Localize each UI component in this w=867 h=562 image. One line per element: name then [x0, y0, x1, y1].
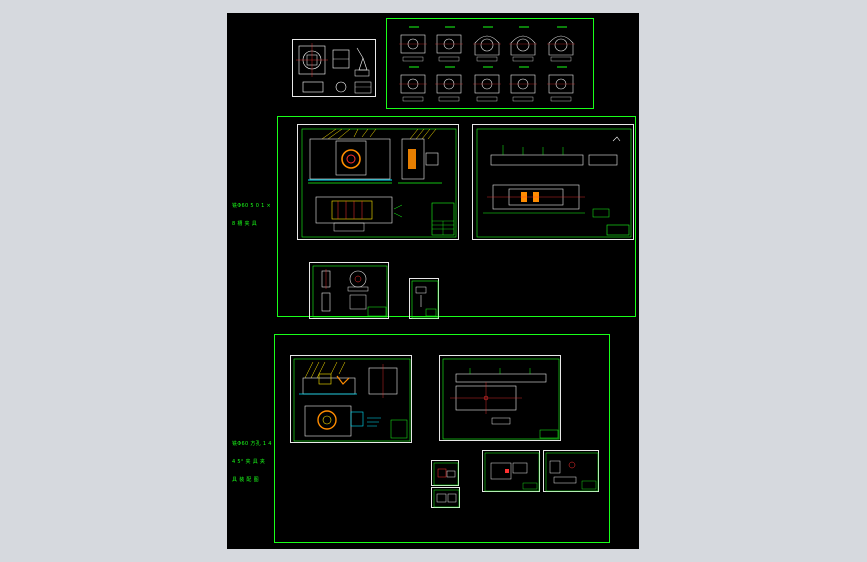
group-1-label-line2: 8 槽 夹 具 [232, 221, 258, 227]
fixture-body-drawing-sheet[interactable] [472, 124, 634, 240]
process-card-frame[interactable] [386, 18, 594, 109]
fixture-body-2-drawing-sheet[interactable] [439, 355, 561, 441]
process-card-thumbnail [399, 66, 427, 102]
pin-drawing-sheet[interactable] [409, 278, 439, 319]
assembly-drawing-1-sheet[interactable] [297, 124, 459, 240]
process-card-thumbnail [547, 26, 575, 62]
fixture-group-1-frame[interactable] [277, 116, 636, 319]
fixture-body-2-drawing-graphics [442, 358, 560, 440]
clamp-part-drawing-sheet[interactable] [431, 460, 459, 486]
process-card-thumbnail [473, 26, 501, 62]
group-2-label: 铣Φ60 方孔 1 4 4 5° 夹 具 夹 具 装 配 图 [232, 429, 272, 495]
process-card-thumbnail [435, 66, 463, 102]
pin-drawing-graphics [411, 280, 439, 319]
process-card-thumbnail [435, 26, 463, 62]
group-2-label-line3: 具 装 配 图 [232, 477, 259, 483]
group-2-label-line2: 4 5° 夹 具 夹 [232, 459, 266, 465]
process-card-graphics [399, 26, 575, 102]
group-2-label-line1: 铣Φ60 方孔 1 4 [232, 441, 272, 447]
guide-block-drawing-graphics [545, 452, 599, 492]
support-block-drawing-sheet[interactable] [482, 450, 540, 492]
part-drawing-graphics [296, 43, 372, 94]
clamp-part-drawing-graphics [433, 462, 459, 486]
locating-part-drawing-graphics [312, 265, 388, 318]
cad-drawing-canvas[interactable]: 铣Φ60 5 0 1 × 8 槽 夹 具 [227, 13, 639, 549]
group-1-label-line1: 铣Φ60 5 0 1 × [232, 203, 271, 209]
group-1-label: 铣Φ60 5 0 1 × 8 槽 夹 具 [232, 191, 271, 239]
assembly-drawing-2-graphics [293, 358, 411, 442]
fixture-body-drawing-graphics [476, 128, 632, 238]
locating-part-drawing-sheet[interactable] [309, 262, 389, 319]
assembly-drawing-2-sheet[interactable] [290, 355, 412, 443]
washer-part-drawing-graphics [433, 489, 460, 508]
process-card-thumbnail [509, 26, 537, 62]
support-block-drawing-graphics [484, 452, 540, 492]
process-card-thumbnail [399, 26, 427, 62]
process-card-thumbnail [473, 66, 501, 102]
guide-block-drawing-sheet[interactable] [543, 450, 599, 492]
part-drawing-sheet[interactable] [292, 39, 376, 97]
process-card-thumbnail [509, 66, 537, 102]
fixture-group-2-frame[interactable] [274, 334, 610, 543]
process-card-thumbnail [547, 66, 575, 102]
washer-part-drawing-sheet[interactable] [431, 487, 460, 508]
assembly-drawing-1-graphics [301, 128, 457, 238]
